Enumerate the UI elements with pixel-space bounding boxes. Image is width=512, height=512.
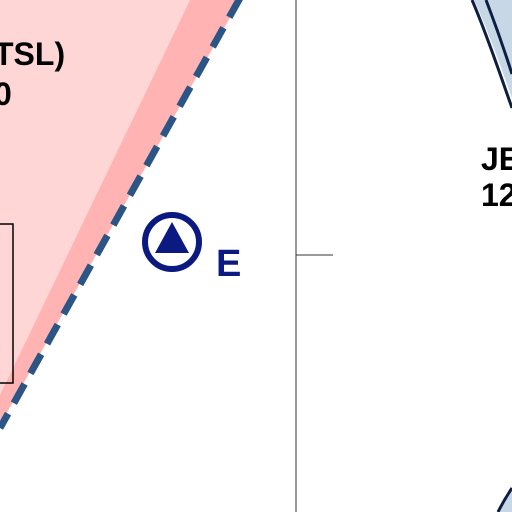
restricted-area-value: 0 (0, 76, 12, 112)
restricted-area-boundary (0, 0, 243, 430)
triangle-in-circle-icon[interactable] (142, 212, 202, 272)
waypoint-label: E (216, 243, 242, 285)
label-box (0, 223, 14, 384)
restricted-area-name: TSL) (0, 36, 66, 72)
right-area-value: 12 (481, 177, 512, 213)
right-area-top-boundary-inner (484, 0, 512, 75)
right-area-name: JE (481, 141, 512, 177)
right-area-top (474, 0, 512, 98)
right-area-top-boundary-outer (470, 0, 512, 109)
right-area-bottom-boundary (496, 487, 512, 512)
